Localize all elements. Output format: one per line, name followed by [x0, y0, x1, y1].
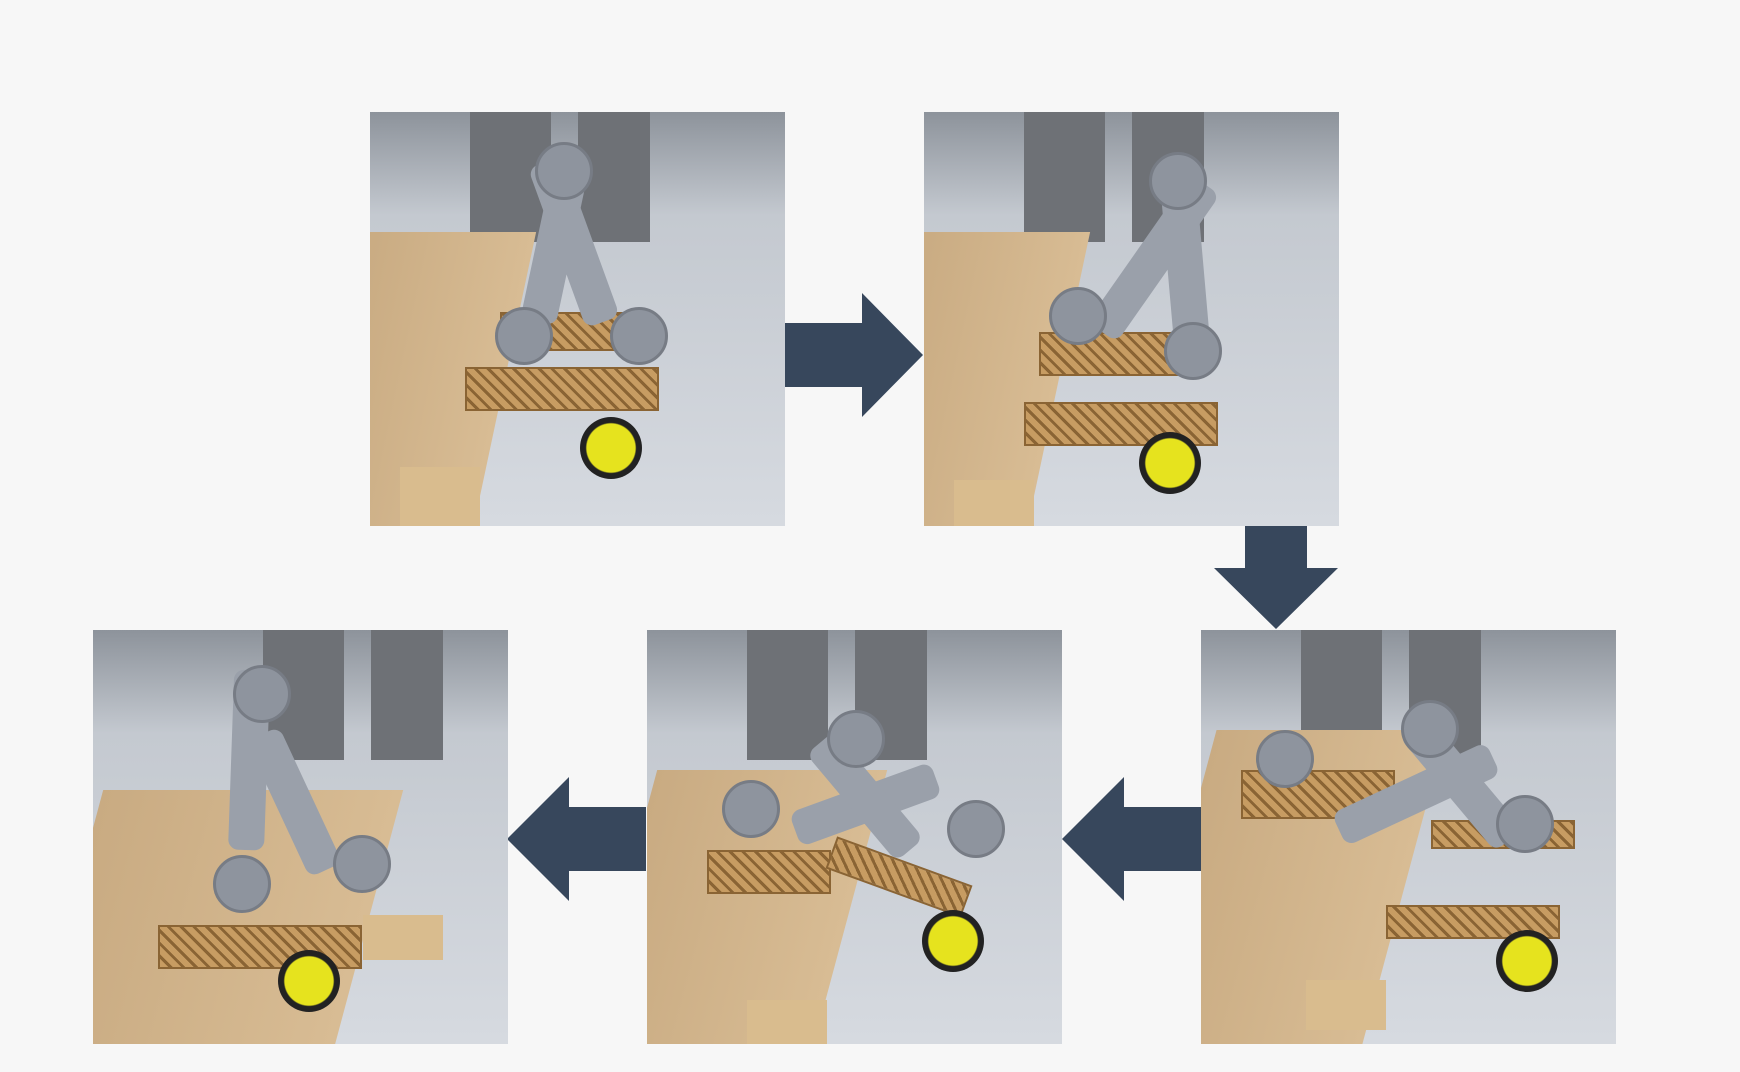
arrow-left-icon — [507, 777, 646, 901]
photo-step-1 — [370, 112, 785, 526]
photo-step-5 — [93, 630, 508, 1044]
arrow-down-icon — [1214, 526, 1338, 629]
arrow-left-icon — [1062, 777, 1201, 901]
arrow-right-icon — [785, 293, 923, 417]
photo-step-2 — [924, 112, 1339, 526]
photo-step-4 — [647, 630, 1062, 1044]
photo-step-3 — [1201, 630, 1616, 1044]
